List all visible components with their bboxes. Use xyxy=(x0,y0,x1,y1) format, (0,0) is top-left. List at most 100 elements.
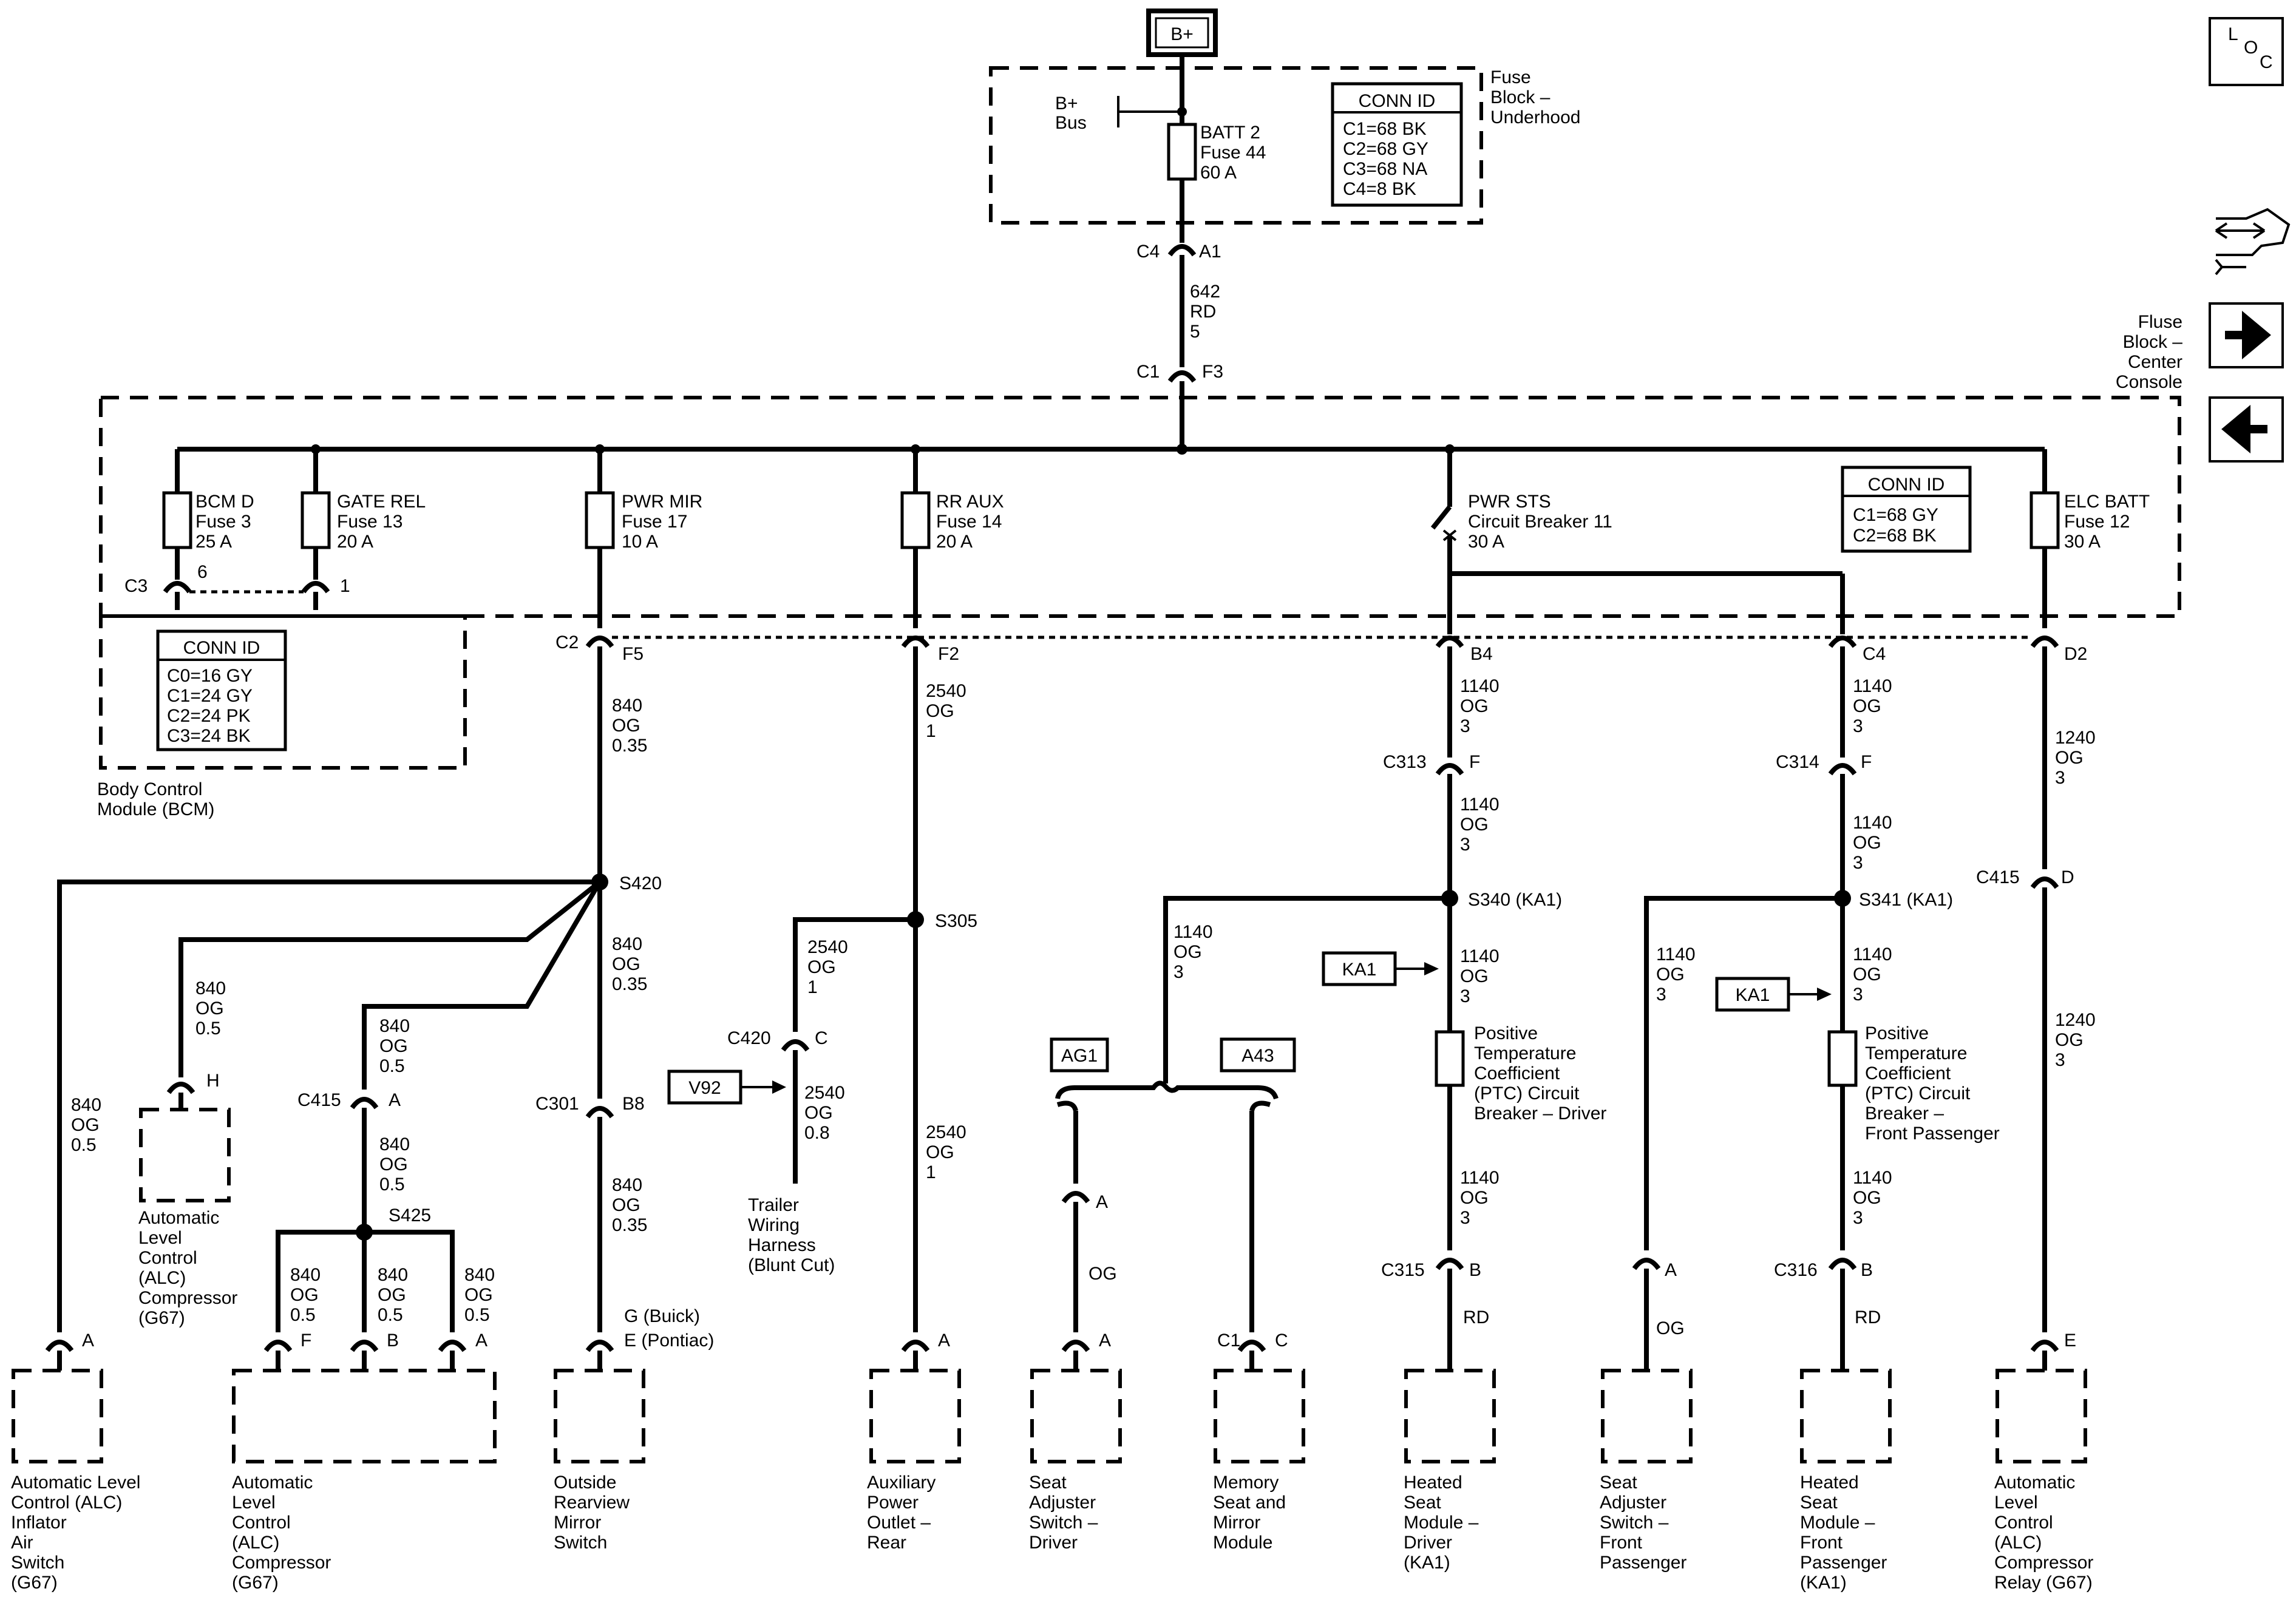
pin-c316: C316 xyxy=(1774,1260,1818,1280)
fuse-gate-2: Fuse 13 xyxy=(337,512,402,532)
cb-pwrsts-3: 30 A xyxy=(1468,532,1504,552)
w840-c415-1: 840 xyxy=(379,1016,410,1036)
alc-compressor-relay: E Automatic Level Control (ALC) Compress… xyxy=(1994,1331,2093,1593)
w840-b-1: 840 xyxy=(378,1265,408,1285)
seat-drv-2: Adjuster xyxy=(1029,1493,1096,1513)
w1140-j-3: 3 xyxy=(1853,1208,1863,1228)
w1240-b-3: 3 xyxy=(2055,1050,2065,1070)
pin-c4: C4 xyxy=(1136,242,1160,262)
w840-b-3: 0.35 xyxy=(612,974,647,994)
seat-pass-4: Front xyxy=(1600,1533,1643,1553)
w2540-c-2: OG xyxy=(926,1142,954,1162)
underhood-title-2: Block – xyxy=(1490,87,1550,107)
cb-pwrsts-1: PWR STS xyxy=(1468,492,1551,512)
heat-drv-2: Seat xyxy=(1404,1493,1441,1513)
pin-c3: C3 xyxy=(124,576,148,596)
pin-f: F xyxy=(301,1331,311,1351)
w840-a-1: 840 xyxy=(464,1265,495,1285)
w1140-b-1: 1140 xyxy=(1460,795,1500,815)
trailer-4: (Blunt Cut) xyxy=(748,1255,835,1275)
heat-drv-5: (KA1) xyxy=(1404,1553,1450,1573)
w1140-i-1: 1140 xyxy=(1853,944,1892,964)
w840-a-3: 0.35 xyxy=(612,736,647,756)
alc-inflator-air-switch: A Automatic Level Control (ALC) Inflator… xyxy=(11,1331,140,1593)
splice-s305: S305 xyxy=(935,911,977,931)
fuse-elc-3: 30 A xyxy=(2064,532,2101,552)
pin-c420: C420 xyxy=(727,1028,771,1048)
relay-3: Control xyxy=(1994,1513,2053,1533)
aux-1: Auxiliary xyxy=(867,1473,936,1493)
source-label: B+ xyxy=(1170,24,1194,44)
c415-s425: C415 A 840 OG 0.5 S425 840 OG 0.5 840 OG… xyxy=(276,1090,495,1332)
alc-air-5: Switch xyxy=(11,1553,64,1573)
arrow-left-icon xyxy=(2221,405,2267,453)
ptc-drv-1: Positive xyxy=(1474,1023,1538,1043)
w1140-i-3: 3 xyxy=(1853,985,1863,1005)
alc-comp-1: Automatic xyxy=(232,1473,313,1493)
pin-6: 6 xyxy=(197,562,208,582)
trailer-2: Wiring xyxy=(748,1215,800,1235)
pin-a: A xyxy=(82,1331,94,1351)
center-console-fuse-block: Fluse Block – Center Console BCM D Fuse xyxy=(99,312,2182,634)
w1140-d-3: 3 xyxy=(1460,1208,1470,1228)
previous-page-button[interactable] xyxy=(2209,396,2284,463)
pin-c2: C2 xyxy=(555,632,579,653)
w1240-a-2: OG xyxy=(2055,748,2084,768)
w840-c415b-3: 0.5 xyxy=(379,1175,405,1195)
w840-left-1: 840 xyxy=(71,1095,101,1115)
alc-compressor: F B A Automatic Level Control (ALC) Comp… xyxy=(232,1331,497,1593)
conn-row: C2=68 BK xyxy=(1853,526,1937,546)
w1140-d-1: 1140 xyxy=(1460,1168,1500,1188)
fuse-pwrmir-2: Fuse 17 xyxy=(622,512,687,532)
option-a43: A43 xyxy=(1241,1046,1274,1066)
next-page-button[interactable] xyxy=(2209,302,2284,368)
w1240-a-3: 3 xyxy=(2055,768,2065,788)
w2540-a-2: OG xyxy=(926,701,954,721)
cb-pwrsts-2: Circuit Breaker 11 xyxy=(1468,512,1612,532)
heat-pass-5: Passenger xyxy=(1800,1553,1887,1573)
fuse-rraux-1: RR AUX xyxy=(936,492,1004,512)
alc-h-6: (G67) xyxy=(138,1308,185,1328)
seat-adjuster-switch-passenger: Seat Adjuster Switch – Front Passenger xyxy=(1600,1369,1693,1573)
fuse-rraux-2: Fuse 14 xyxy=(936,512,1002,532)
feed-wire-3: 5 xyxy=(1190,322,1200,342)
w1140-a-3: 3 xyxy=(1460,716,1470,736)
seat-option-splitter: AG1 A43 A OG xyxy=(1050,1037,1296,1332)
outside-mirror-switch: G (Buick) E (Pontiac) Outside Rearview M… xyxy=(554,1306,714,1553)
w2540-b-3: 1 xyxy=(807,977,818,997)
conn-row: C1=68 GY xyxy=(1853,505,1938,525)
w1140-g-1: 1140 xyxy=(1853,813,1892,833)
component-view-icon[interactable] xyxy=(2215,208,2291,276)
ptc-pass-2: Temperature xyxy=(1865,1043,1967,1063)
center-title-4: Console xyxy=(2116,372,2182,392)
w1140-h-2: OG xyxy=(1656,964,1685,985)
alc-compressor-h: H Automatic Level Control (ALC) Compress… xyxy=(138,1071,237,1328)
pin-c313: C313 xyxy=(1383,752,1427,772)
seat-pass-5: Passenger xyxy=(1600,1553,1686,1573)
pin-b316: B xyxy=(1861,1260,1873,1280)
underhood-conn-id: CONN ID C1=68 BK C2=68 GY C3=68 NA C4=8 … xyxy=(1331,82,1463,207)
ptc-pass-4: (PTC) Circuit xyxy=(1865,1083,1971,1103)
ptc-pass-1: Positive xyxy=(1865,1023,1929,1043)
w840-c415b-1: 840 xyxy=(379,1134,410,1154)
heat-pass-3: Module – xyxy=(1800,1513,1875,1533)
pin-a-seat-pass: A xyxy=(1665,1260,1677,1280)
seat-drv-4: Driver xyxy=(1029,1533,1078,1553)
w1140-b-3: 3 xyxy=(1460,835,1470,855)
conn-row: C2=68 GY xyxy=(1343,139,1428,159)
heat-drv-4: Driver xyxy=(1404,1533,1452,1553)
mem-1: Memory xyxy=(1213,1473,1279,1493)
bus-label-2: Bus xyxy=(1055,113,1087,133)
seat-adjuster-switch-driver: A Seat Adjuster Switch – Driver xyxy=(1029,1331,1122,1553)
alc-h-2: Level xyxy=(138,1228,182,1248)
w2540-08-2: OG xyxy=(804,1103,833,1123)
w1140-j-1: 1140 xyxy=(1853,1168,1892,1188)
conn-row: C0=16 GY xyxy=(167,666,253,686)
batt2-amps: 60 A xyxy=(1200,163,1237,183)
memory-seat-mirror-module: C1 C Memory Seat and Mirror Module xyxy=(1213,1331,1305,1553)
bcm-conn-id: CONN ID C0=16 GY C1=24 GY C2=24 PK C3=24… xyxy=(156,629,287,751)
pin-d2: D2 xyxy=(2064,644,2087,664)
location-view-icon[interactable]: L O C xyxy=(2209,17,2284,86)
alc-comp-3: Control xyxy=(232,1513,291,1533)
underhood-title-1: Fuse xyxy=(1490,67,1531,87)
